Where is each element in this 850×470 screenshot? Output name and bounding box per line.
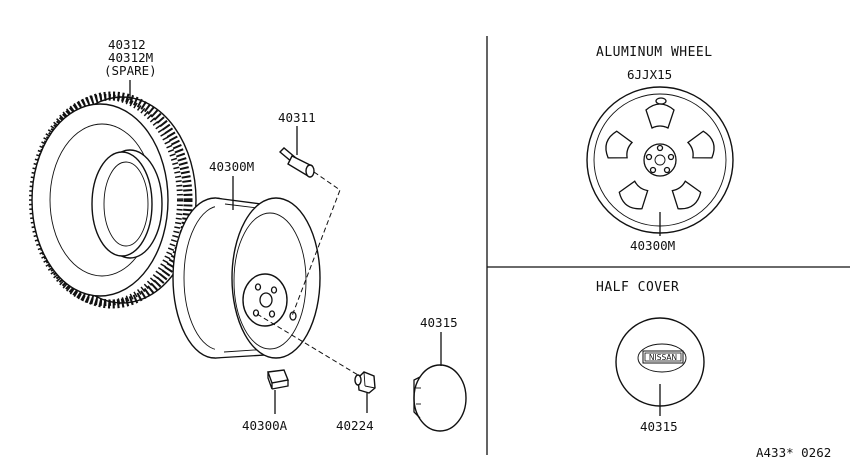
wheel-nut-drawing xyxy=(354,371,376,394)
nissan-emblem-text: NISSAN xyxy=(649,353,677,362)
valve-assembly-line xyxy=(291,171,341,317)
tire-spare-label: (SPARE) xyxy=(104,63,157,78)
half-cover-drawing: NISSAN xyxy=(615,317,705,407)
aluminum-wheel-size: 6JJX15 xyxy=(627,67,672,82)
steel-wheel-drawing xyxy=(172,197,321,359)
valve-drawing xyxy=(278,147,315,178)
aluminum-wheel-part-number: 40300M xyxy=(630,238,675,253)
cap-part-number: 40315 xyxy=(420,315,458,330)
drawing-code: A433* 0262 xyxy=(756,445,831,460)
nut-part-number: 40224 xyxy=(336,418,374,433)
weight-part-number: 40300A xyxy=(242,418,288,433)
tire-drawing xyxy=(29,91,197,309)
aluminum-wheel-title: ALUMINUM WHEEL xyxy=(596,45,713,60)
valve-part-number: 40311 xyxy=(278,110,316,125)
balance-weight-drawing xyxy=(267,369,289,390)
tire-part-number: 40312 xyxy=(108,37,146,52)
nut-assembly-line xyxy=(256,313,359,376)
half-cover-title: HALF COVER xyxy=(596,280,679,295)
tire-part-number-alt: 40312M xyxy=(108,50,153,65)
half-cover-part-number: 40315 xyxy=(640,419,678,434)
center-cap-drawing xyxy=(413,364,467,432)
wheel-part-number: 40300M xyxy=(209,159,254,174)
aluminum-wheel-drawing xyxy=(586,86,734,234)
